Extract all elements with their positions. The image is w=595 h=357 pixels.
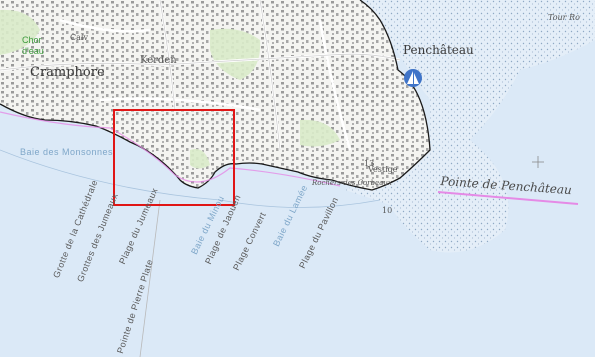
- ferry-route: [139, 199, 161, 357]
- label-kerden: Kerden: [140, 55, 177, 66]
- label-penchateau: Penchâteau: [403, 43, 474, 57]
- label-tour-rouge: Tour Ro: [548, 13, 580, 22]
- label-vestige: Vestige: [368, 165, 398, 174]
- label-chor: Chor: [22, 35, 42, 45]
- label-spot-10: 10: [382, 206, 393, 215]
- label-spot-13: 13: [364, 159, 375, 168]
- green-space: [0, 9, 40, 56]
- label-rochers-corbeaux: Rochers des Corbeaux: [312, 179, 392, 187]
- label-deau: d'eau: [22, 46, 44, 56]
- boundary-line: [437, 191, 579, 205]
- green-space: [190, 149, 210, 169]
- label-calv: Calv: [70, 33, 88, 42]
- depth-contour: [0, 149, 381, 208]
- highlight-box: [113, 109, 235, 206]
- cross-marker-icon: [532, 156, 544, 168]
- green-space: [300, 119, 340, 147]
- reef-area: [345, 0, 595, 253]
- sailboat-icon: [404, 69, 422, 87]
- label-baie-monsonnes: Baie des Monsonnes: [20, 147, 114, 157]
- coastline: [0, 0, 431, 191]
- green-space: [210, 28, 261, 80]
- label-cramphore: Cramphore: [30, 65, 105, 80]
